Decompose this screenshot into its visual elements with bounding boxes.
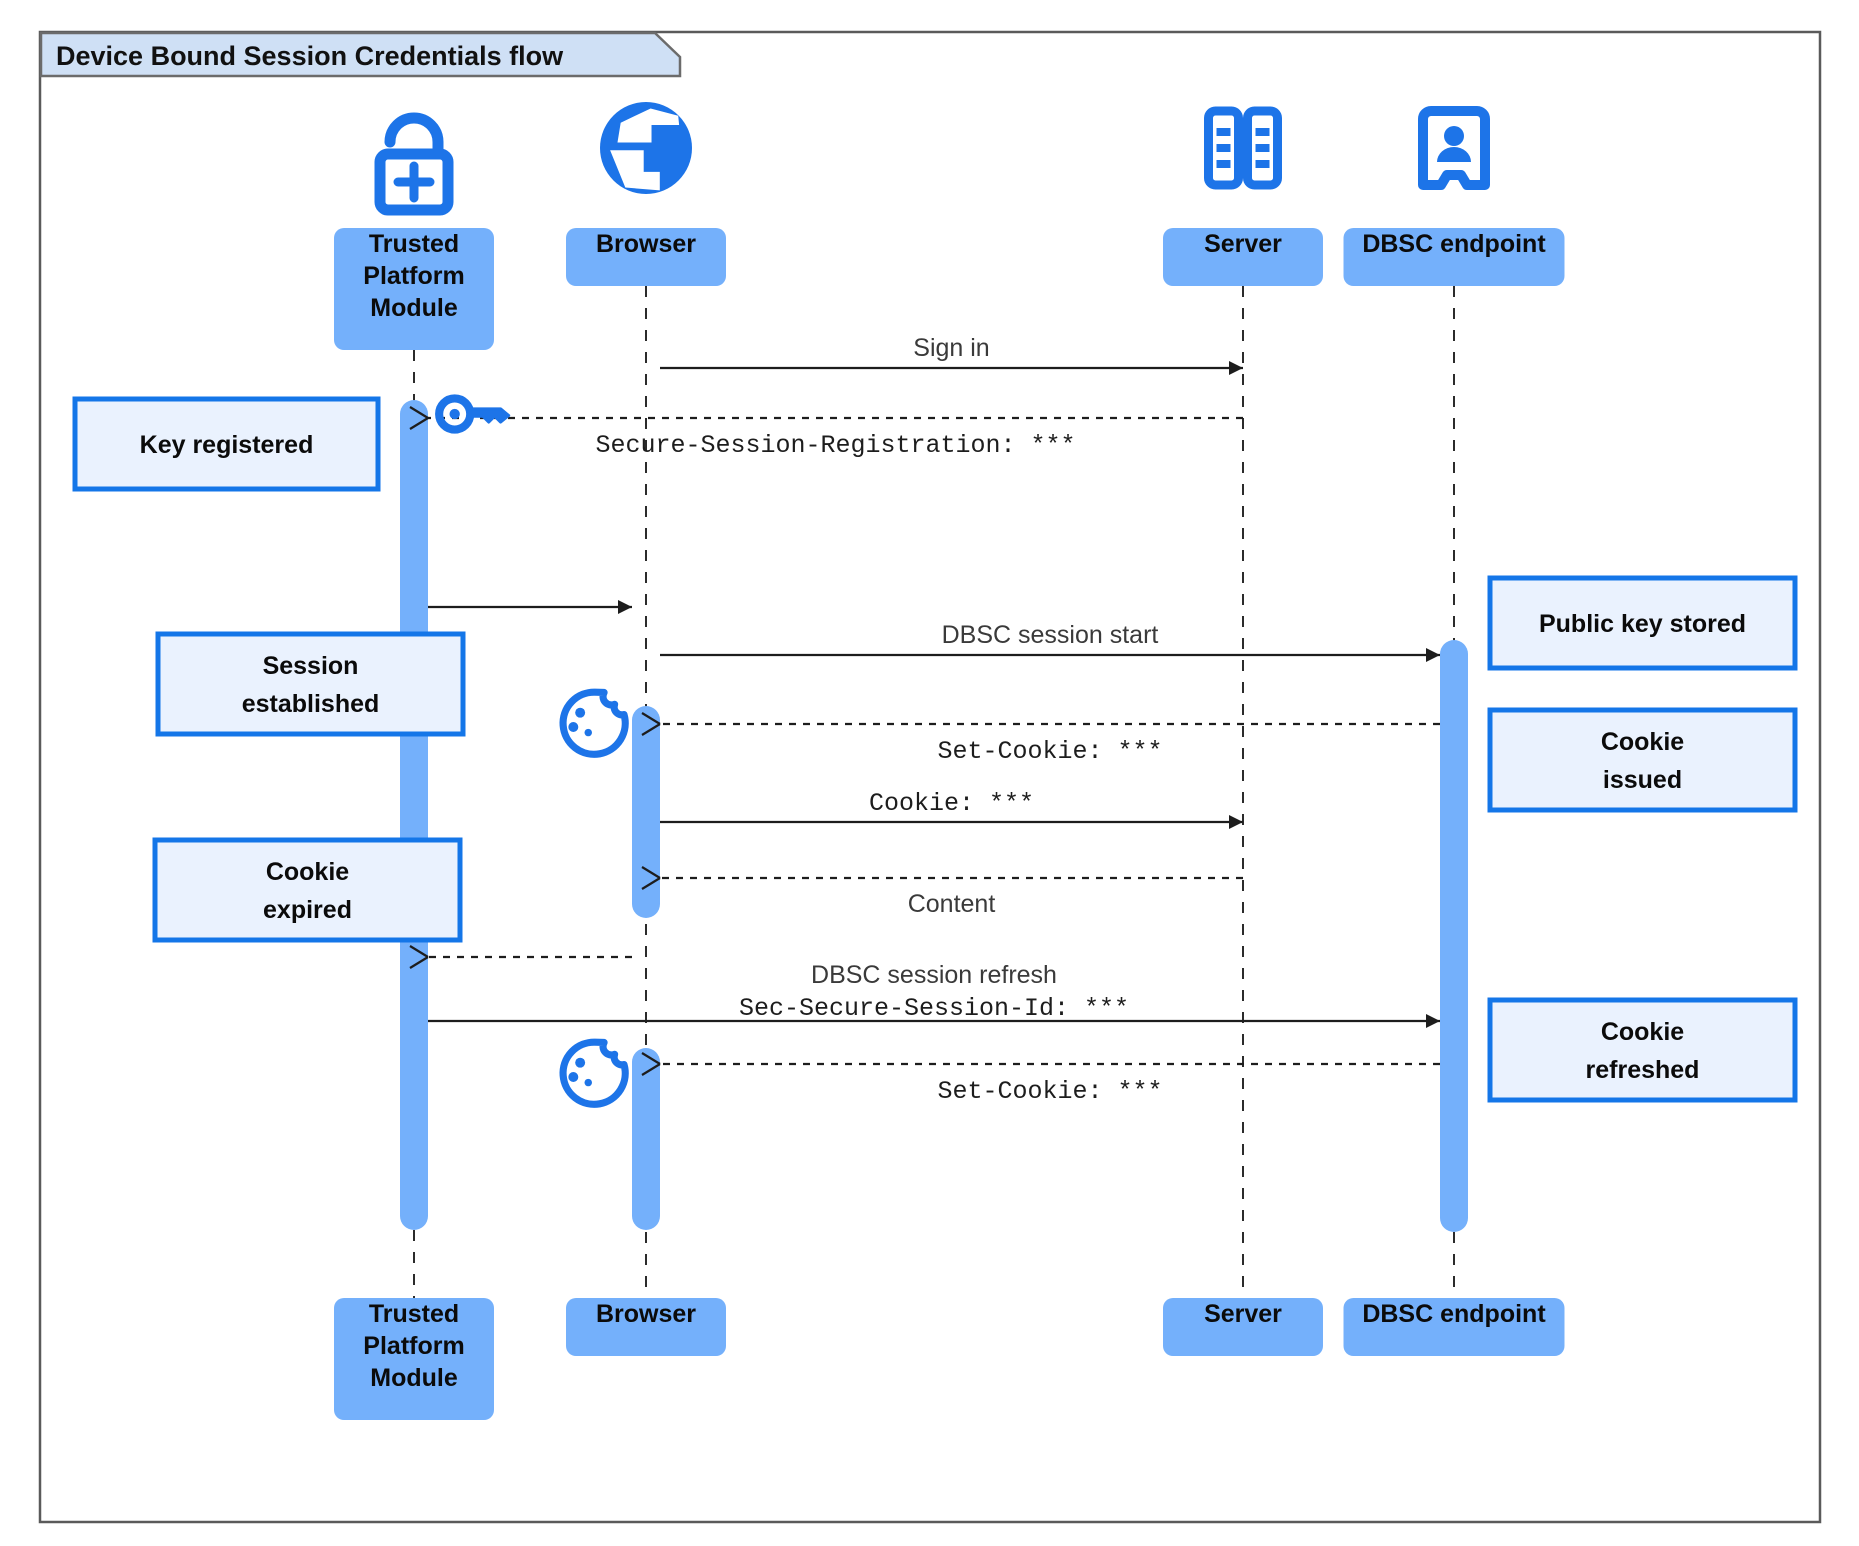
note-text: issued — [1603, 766, 1682, 794]
message-label: DBSC session refresh — [811, 961, 1057, 989]
diagram-title-tab: Device Bound Session Credentials flow — [39, 31, 682, 78]
participant-server[interactable]: Server — [1163, 106, 1323, 286]
participant-label: DBSC endpoint — [1362, 230, 1546, 258]
message-m3 — [428, 600, 632, 614]
diagram-title: Device Bound Session Credentials flow — [56, 41, 564, 71]
note-n2: Session established — [155, 631, 466, 737]
key-icon — [435, 394, 511, 434]
message-label: Set-Cookie: *** — [937, 1077, 1162, 1106]
note-text: Key registered — [140, 431, 314, 459]
diagram-frame — [38, 30, 1822, 1524]
participant-dbsc[interactable]: DBSC endpoint — [1343, 106, 1565, 286]
message-label: Sign in — [913, 334, 989, 362]
note-text: established — [242, 690, 380, 718]
lock-plus-icon — [374, 112, 454, 216]
participant-dbsc[interactable]: DBSC endpoint — [1343, 1298, 1565, 1356]
note-n6: Cookie refreshed — [1487, 997, 1798, 1103]
activation-bar — [1440, 640, 1468, 1232]
participant-browser[interactable]: Browser — [566, 102, 726, 286]
note-text: refreshed — [1586, 1056, 1700, 1084]
message-m4: DBSC session start — [660, 621, 1440, 662]
participant-label: Browser — [596, 1300, 696, 1328]
message-label: DBSC session start — [942, 621, 1159, 649]
activation-bar — [632, 1048, 660, 1230]
note-n4: Public key stored — [1487, 575, 1798, 671]
note-text: Cookie — [1601, 728, 1684, 756]
message-m10: Set-Cookie: *** — [641, 1052, 1440, 1106]
note-text: expired — [263, 896, 352, 924]
activation-bar — [400, 400, 428, 1230]
message-m2: Secure-Session-Registration: *** — [409, 406, 1243, 460]
message-label: Secure-Session-Registration: *** — [595, 431, 1075, 460]
participant-label: Server — [1204, 230, 1282, 258]
activations-layer — [400, 400, 1468, 1232]
participant-browser[interactable]: Browser — [566, 1298, 726, 1356]
cookie-icon — [559, 688, 629, 758]
note-n1: Key registered — [72, 396, 381, 492]
participant-server[interactable]: Server — [1163, 1298, 1323, 1356]
participant-label: Trusted — [369, 1300, 459, 1328]
message-m7: Content — [641, 866, 1243, 918]
message-m5: Set-Cookie: *** — [641, 712, 1440, 766]
message-label: Content — [908, 890, 996, 918]
message-label: Cookie: *** — [869, 789, 1034, 818]
participant-label: Platform — [363, 262, 464, 290]
activation-bar — [632, 706, 660, 918]
message-m1: Sign in — [660, 334, 1243, 375]
note-text: Cookie — [266, 858, 349, 886]
messages-layer: Sign in Secure-Session-Registration: *** D… — [409, 334, 1440, 1106]
globe-icon — [600, 102, 692, 194]
note-n3: Cookie expired — [152, 837, 463, 943]
participant-label: Server — [1204, 1300, 1282, 1328]
cookie-icon — [559, 1038, 629, 1108]
participant-label: Platform — [363, 1332, 464, 1360]
note-text: Public key stored — [1539, 610, 1746, 638]
participant-label: Browser — [596, 230, 696, 258]
participant-label: Trusted — [369, 230, 459, 258]
message-m8 — [409, 945, 632, 969]
decorations-layer — [435, 394, 629, 1108]
server-rack-icon — [1204, 106, 1282, 190]
message-m9: DBSC session refreshSec-Secure-Session-I… — [428, 961, 1440, 1028]
note-text: Session — [263, 652, 359, 680]
note-n5: Cookie issued — [1487, 707, 1798, 813]
participant-label: Module — [370, 294, 458, 322]
id-badge-icon — [1418, 106, 1490, 190]
note-text: Cookie — [1601, 1018, 1684, 1046]
message-label-secondary: Sec-Secure-Session-Id: *** — [739, 994, 1129, 1023]
message-m6: Cookie: *** — [660, 789, 1243, 829]
participant-label: Module — [370, 1364, 458, 1392]
participant-label: DBSC endpoint — [1362, 1300, 1546, 1328]
message-label: Set-Cookie: *** — [937, 737, 1162, 766]
